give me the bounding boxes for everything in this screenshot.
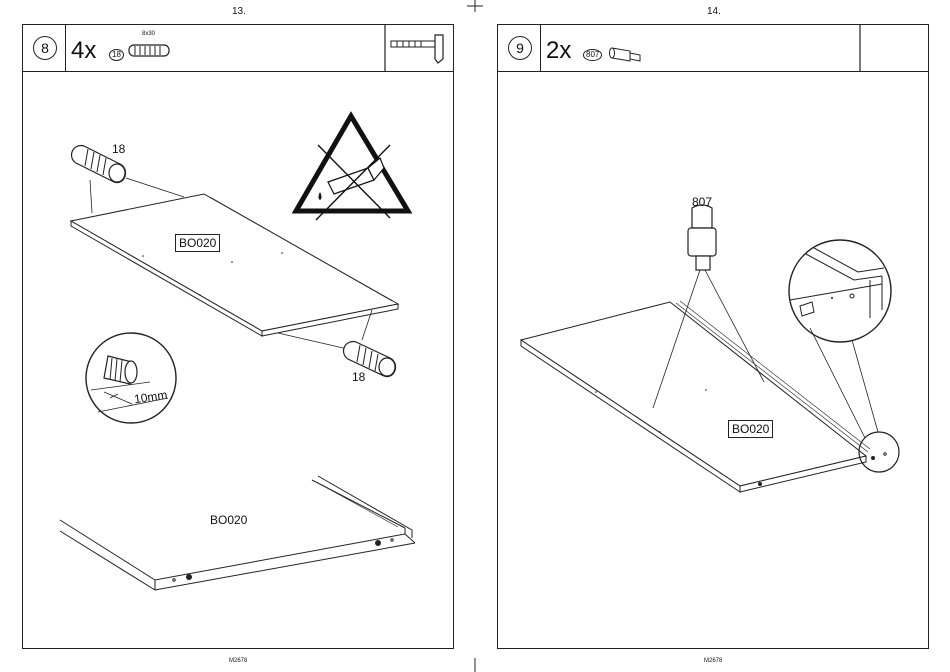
board-label: BO020 [728,420,773,438]
cam-pin-label: 807 [692,195,712,209]
connector-detail [789,240,891,342]
footer-code-right: M2678 [704,658,722,664]
cam-pin-icon [688,205,716,270]
